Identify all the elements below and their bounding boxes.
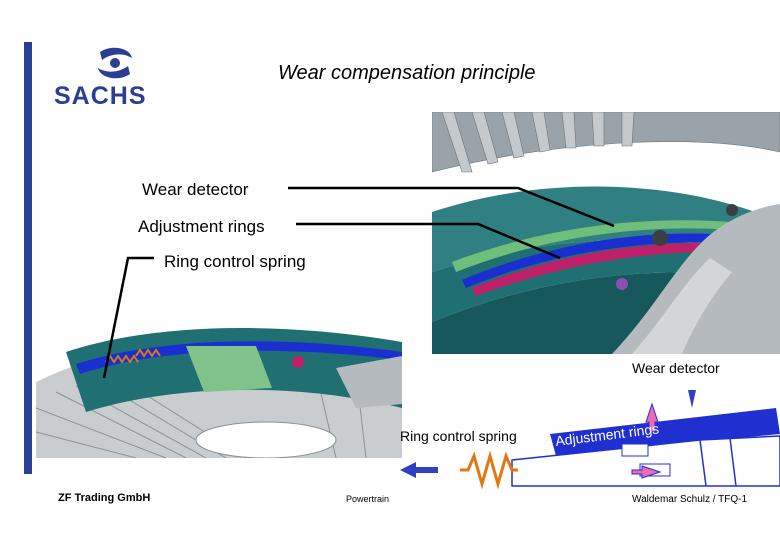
- diagram-label-ring-control-spring: Ring control spring: [400, 428, 517, 444]
- callout-wear-detector: Wear detector: [142, 180, 249, 199]
- callout-ring-control-spring: Ring control spring: [164, 252, 306, 271]
- adjustment-ring-upper: [550, 408, 780, 456]
- footer-division: Powertrain: [346, 494, 390, 504]
- sachs-logo: SACHS: [54, 47, 147, 108]
- logo-wordmark: SACHS: [54, 82, 147, 108]
- clutch-overview-image: [36, 312, 402, 458]
- footer-author: Waldemar Schulz / TFQ-1: [632, 494, 748, 505]
- callout-adjustment-rings: Adjustment rings: [138, 217, 265, 236]
- ring-control-spring-zigzag: [460, 450, 518, 490]
- wear-detector-arrow: [645, 402, 659, 433]
- slide-title: Wear compensation principle: [278, 62, 536, 84]
- adjustment-ring-lower: [511, 435, 780, 487]
- clutch-closeup-image: [432, 112, 780, 354]
- left-accent-bar: [24, 42, 32, 474]
- spring-force-arrow: [400, 462, 438, 478]
- adjustment-rings-leader: [296, 222, 561, 260]
- push-arrow: [631, 465, 662, 479]
- footer-company: ZF Trading GmbH: [58, 492, 151, 504]
- wear-compensation-schematic: Adjustment rings: [400, 390, 780, 490]
- ring-control-spring-leader: [102, 256, 154, 379]
- diagram-label-wear-detector: Wear detector: [632, 360, 720, 376]
- wear-detector-leader: [288, 186, 615, 228]
